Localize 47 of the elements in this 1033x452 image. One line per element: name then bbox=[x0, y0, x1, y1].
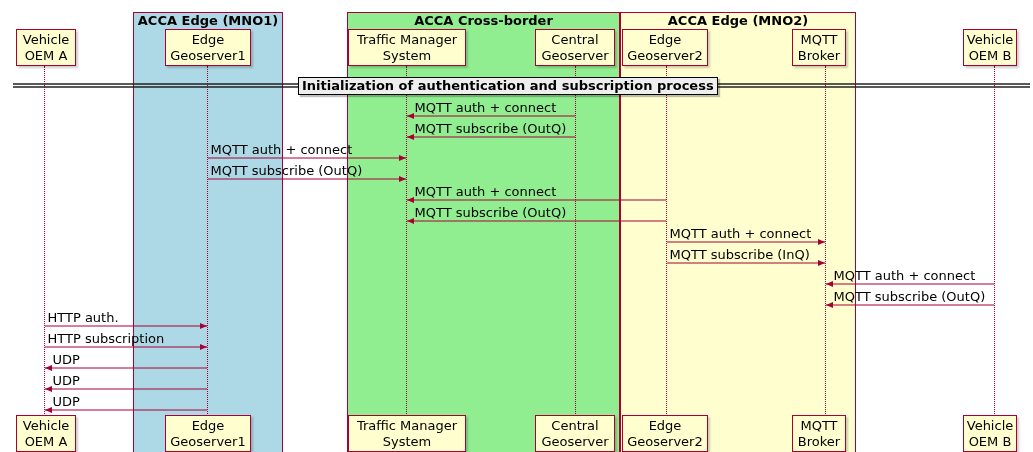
message-arrow bbox=[44, 323, 208, 329]
edge-label: MQTT auth + connect bbox=[414, 184, 557, 199]
edge-label: MQTT subscribe (OutQ) bbox=[414, 121, 567, 136]
message-arrow bbox=[825, 302, 995, 308]
participant-box: Vehicle OEM B bbox=[963, 29, 1017, 66]
section-divider-label: Initialization of authentication and subscription process bbox=[298, 77, 718, 95]
edge-label: UDP bbox=[52, 373, 80, 388]
message-arrow bbox=[44, 365, 208, 371]
message-arrow bbox=[666, 239, 826, 245]
participant-box: Vehicle OEM B bbox=[963, 415, 1017, 452]
message-arrow bbox=[406, 197, 667, 203]
participant-box: Edge Geoserver1 bbox=[165, 29, 251, 66]
edge-label: MQTT subscribe (InQ) bbox=[669, 247, 810, 262]
participant-box: Traffic Manager System bbox=[348, 29, 466, 66]
group-heading: ACCA Edge (MNO1) bbox=[136, 13, 280, 28]
message-arrow bbox=[406, 113, 576, 119]
message-arrow bbox=[406, 134, 576, 140]
lifeline bbox=[207, 66, 208, 416]
lifeline bbox=[44, 66, 45, 416]
participant-box: Vehicle OEM A bbox=[16, 415, 76, 452]
participant-box: Central Geoserver bbox=[535, 29, 615, 66]
edge-label: HTTP auth. bbox=[47, 310, 119, 325]
message-arrow bbox=[207, 176, 407, 182]
participant-box: Edge Geoserver2 bbox=[622, 29, 708, 66]
participant-box: Central Geoserver bbox=[535, 415, 615, 452]
message-arrow bbox=[44, 344, 208, 350]
message-arrow bbox=[207, 155, 407, 161]
participant-box: Vehicle OEM A bbox=[16, 29, 76, 66]
message-arrow bbox=[666, 260, 826, 266]
edge-label: UDP bbox=[52, 394, 80, 409]
edge-label: UDP bbox=[52, 352, 80, 367]
edge-label: MQTT auth + connect bbox=[414, 100, 557, 115]
lifeline bbox=[825, 66, 826, 416]
message-arrow bbox=[825, 281, 995, 287]
group-heading: ACCA Edge (MNO2) bbox=[666, 13, 810, 28]
edge-label: MQTT auth + connect bbox=[669, 226, 812, 241]
participant-box: MQTT Broker bbox=[792, 415, 846, 452]
message-arrow bbox=[44, 386, 208, 392]
participant-box: Edge Geoserver1 bbox=[165, 415, 251, 452]
edge-label: MQTT subscribe (OutQ) bbox=[414, 205, 567, 220]
lifeline bbox=[994, 66, 995, 416]
message-arrow bbox=[44, 407, 208, 413]
participant-box: MQTT Broker bbox=[792, 29, 846, 66]
participant-box: Edge Geoserver2 bbox=[622, 415, 708, 452]
group-heading: ACCA Cross-border bbox=[413, 13, 554, 28]
message-arrow bbox=[406, 218, 667, 224]
participant-box: Traffic Manager System bbox=[348, 415, 466, 452]
